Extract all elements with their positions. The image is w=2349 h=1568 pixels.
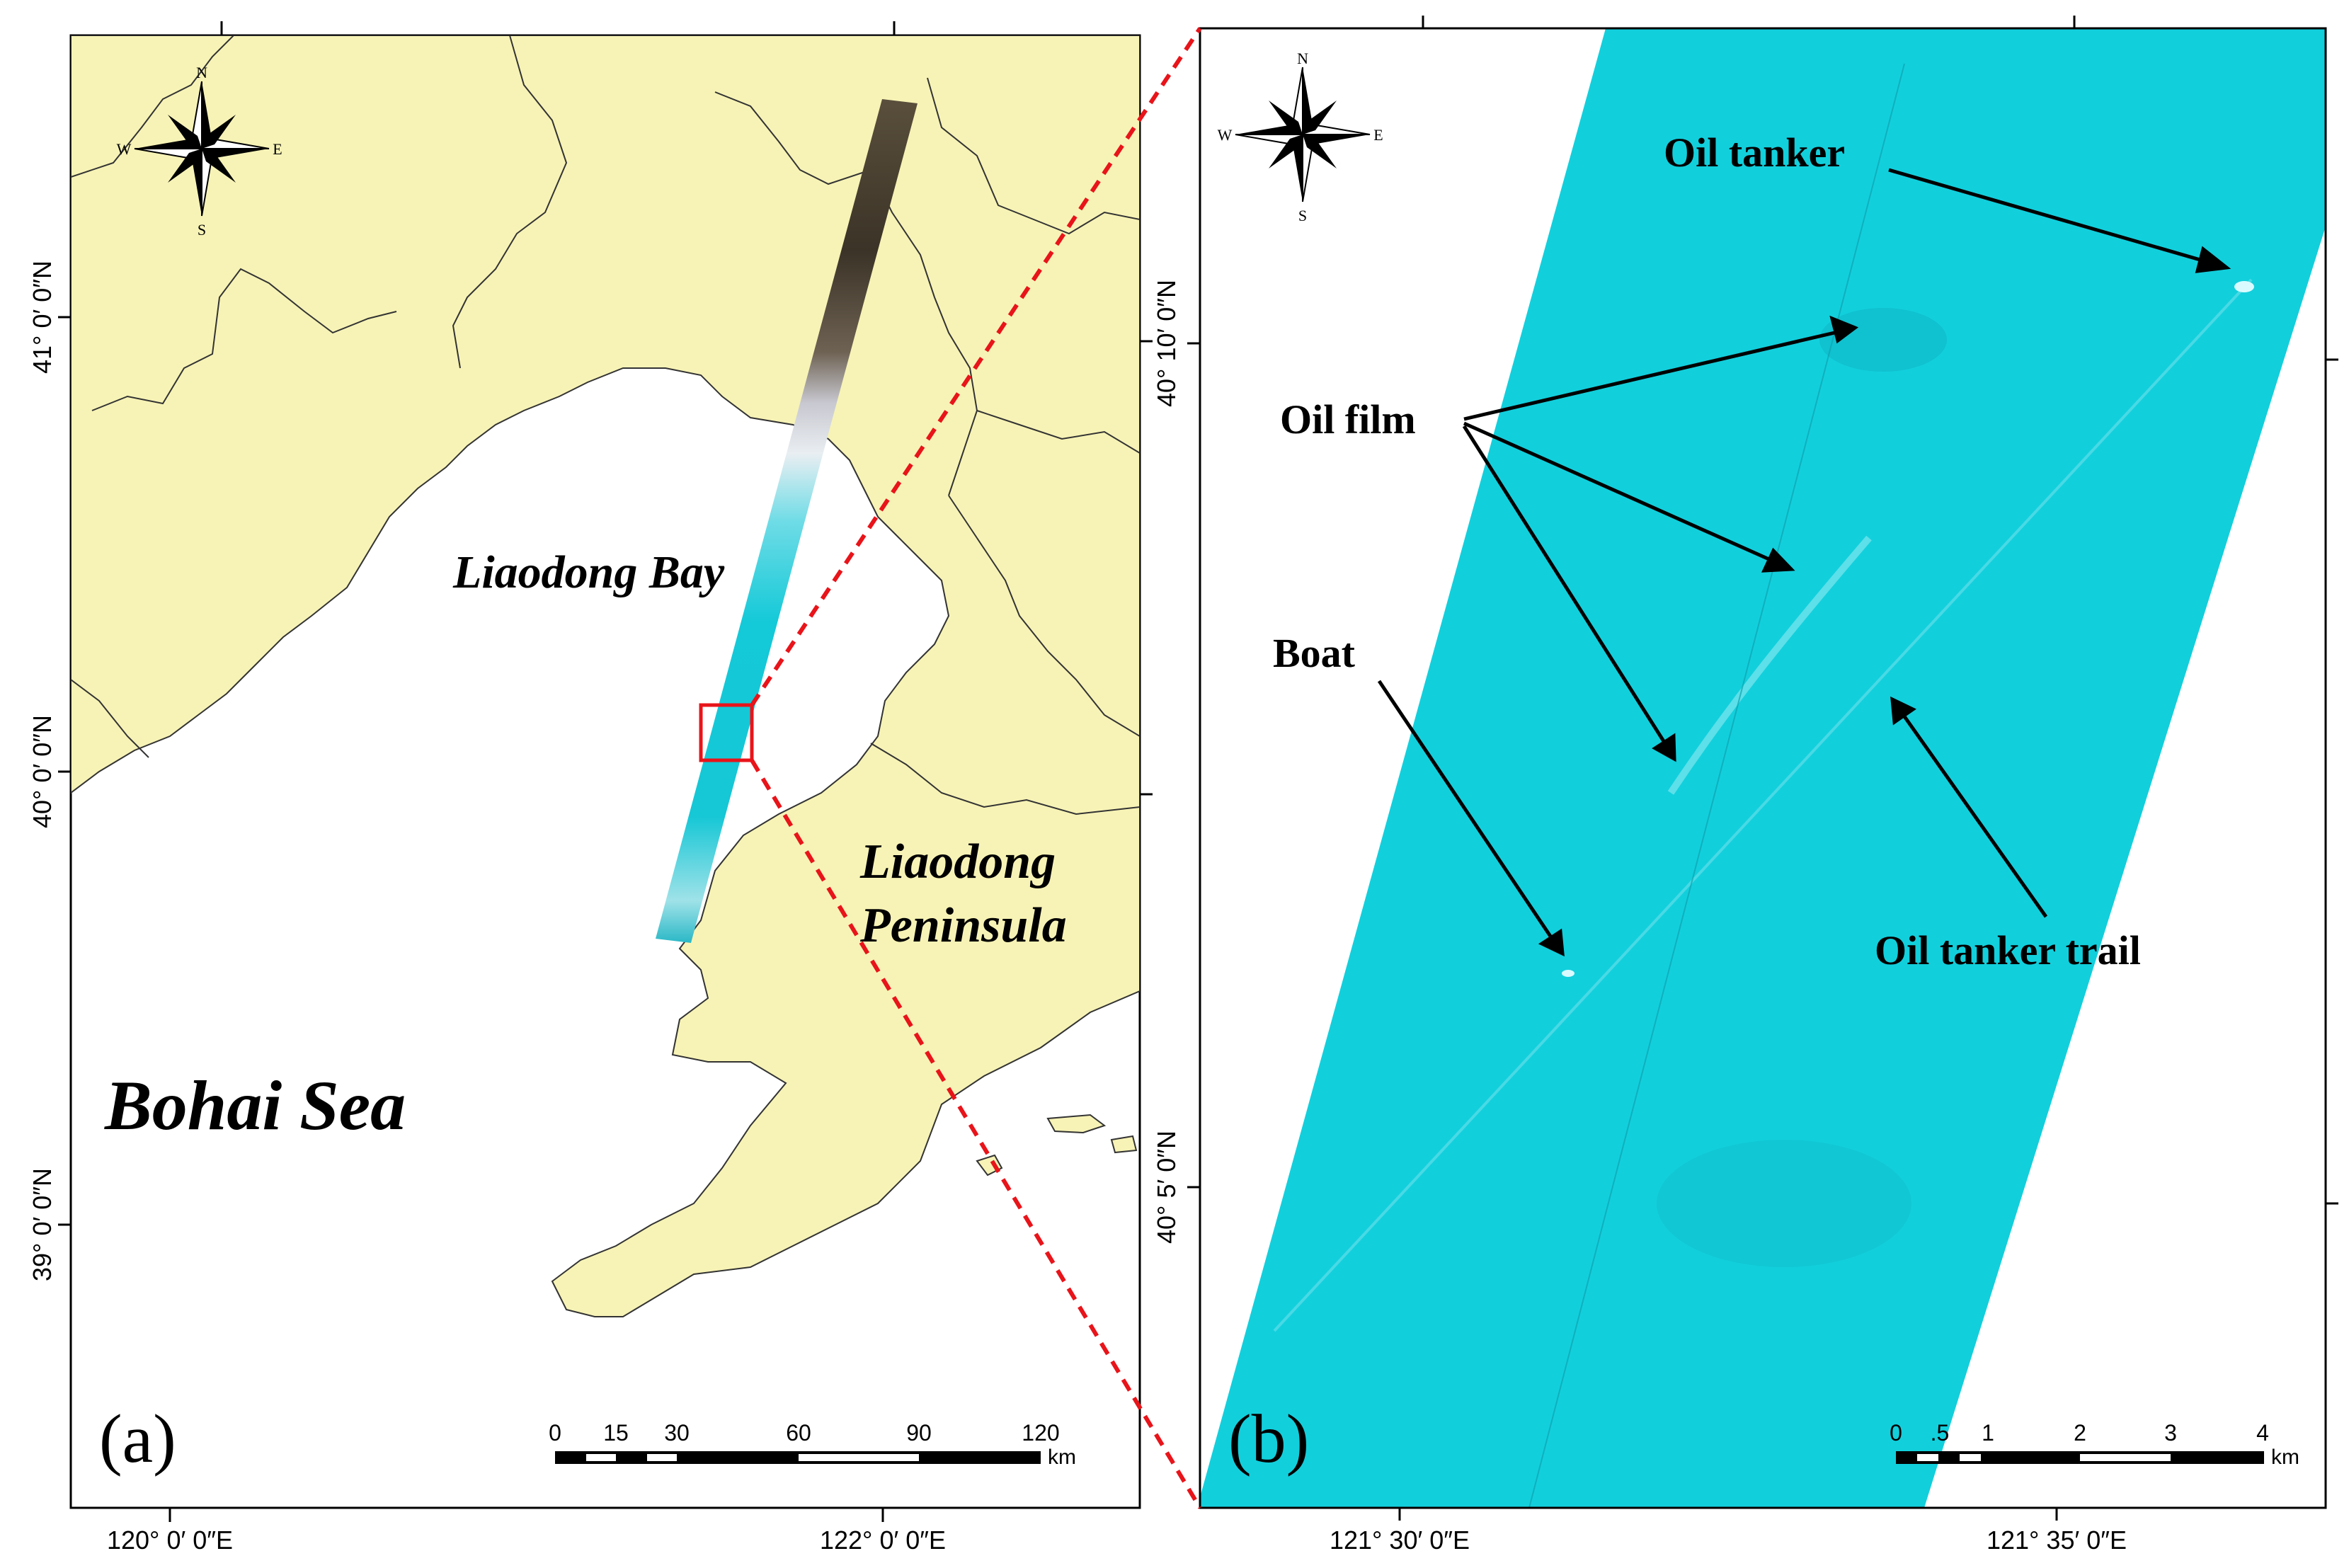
compass-b-n: N — [1297, 50, 1308, 67]
lon-b-12130: 121° 30′ 0″E — [1330, 1526, 1470, 1555]
tanker-trail — [1273, 278, 2253, 1332]
track-line — [1528, 63, 1905, 1508]
scale-a-unit: km — [1048, 1446, 1076, 1469]
dark-patch-1 — [1819, 308, 1947, 372]
scale-bar-b: 0 .5 1 2 3 4 km — [1890, 1420, 2299, 1469]
lat-a-40: 40° 0′ 0″N — [28, 715, 57, 828]
satellite-strip — [656, 99, 918, 943]
compass-a-n: N — [196, 64, 207, 81]
zoom-guide-lines — [750, 27, 1202, 1509]
scale-b-2: 2 — [2074, 1420, 2086, 1446]
scale-a-0: 0 — [549, 1420, 561, 1446]
scale-b-1: 1 — [1982, 1420, 1994, 1446]
label-peninsula: Peninsula — [859, 898, 1067, 953]
scale-a-30: 30 — [664, 1420, 690, 1446]
label-oil-film: Oil film — [1280, 396, 1416, 442]
compass-b-e: E — [1373, 126, 1383, 144]
compass-rose-a: N S E W — [117, 64, 282, 239]
panel-b-label: (b) — [1228, 1401, 1309, 1477]
lon-b-12135: 121° 35′ 0″E — [1987, 1526, 2127, 1555]
label-oil-tanker: Oil tanker — [1664, 130, 1845, 176]
scale-a-60: 60 — [786, 1420, 811, 1446]
roi-box — [699, 703, 754, 762]
compass-rose-b: N S E W — [1218, 50, 1383, 224]
lat-b-4010: 40° 10′ 0″N — [1152, 280, 1181, 407]
scale-a-90: 90 — [906, 1420, 932, 1446]
ticks-a — [58, 21, 1153, 1522]
scale-b-3: 3 — [2164, 1420, 2177, 1446]
scale-a-120: 120 — [1022, 1420, 1059, 1446]
scale-b-unit: km — [2271, 1446, 2299, 1469]
imagery-swath — [1200, 28, 2326, 1508]
label-liaodong: Liaodong — [859, 835, 1056, 889]
land-west — [71, 35, 1140, 1317]
panel-a-map: N S E W Liaodong Bay Liaodong Peninsula … — [28, 21, 1153, 1555]
scale-bar-a: 0 15 30 60 90 120 km — [549, 1420, 1076, 1469]
island-2 — [1110, 1135, 1138, 1154]
lon-a-122: 122° 0′ 0″E — [820, 1526, 946, 1555]
dark-patch-2 — [1657, 1140, 1911, 1267]
compass-a-e: E — [273, 140, 282, 158]
island-1 — [1046, 1114, 1107, 1134]
compass-b-s: S — [1298, 207, 1307, 224]
lon-a-120: 120° 0′ 0″E — [107, 1526, 233, 1555]
oil-tanker-spot — [2234, 281, 2254, 292]
panel-b-image: N S E W Oil tanker Oil film Boat Oil tan… — [1152, 16, 2338, 1555]
compass-b-w: W — [1218, 126, 1233, 144]
annotation-arrows — [1377, 168, 2231, 957]
label-boat: Boat — [1273, 630, 1356, 676]
label-bohai-sea: Bohai Sea — [104, 1066, 406, 1145]
admin-boundaries — [71, 35, 1140, 816]
ticks-b — [1187, 16, 2338, 1521]
compass-a-w: W — [117, 140, 132, 158]
lat-b-405: 40° 5′ 0″N — [1152, 1131, 1181, 1244]
oil-film-streak — [1667, 535, 1872, 795]
scale-b-05: .5 — [1931, 1420, 1950, 1446]
lat-a-41: 41° 0′ 0″N — [28, 261, 57, 374]
label-liaodong-bay: Liaodong Bay — [452, 546, 725, 598]
compass-a-s: S — [198, 221, 206, 239]
panel-a-label: (a) — [99, 1401, 176, 1477]
lat-a-39: 39° 0′ 0″N — [28, 1168, 57, 1281]
label-oil-tanker-trail: Oil tanker trail — [1875, 927, 2141, 973]
scale-a-15: 15 — [603, 1420, 629, 1446]
scale-b-4: 4 — [2256, 1420, 2269, 1446]
scale-b-0: 0 — [1890, 1420, 1902, 1446]
boat-spot — [1562, 970, 1574, 977]
